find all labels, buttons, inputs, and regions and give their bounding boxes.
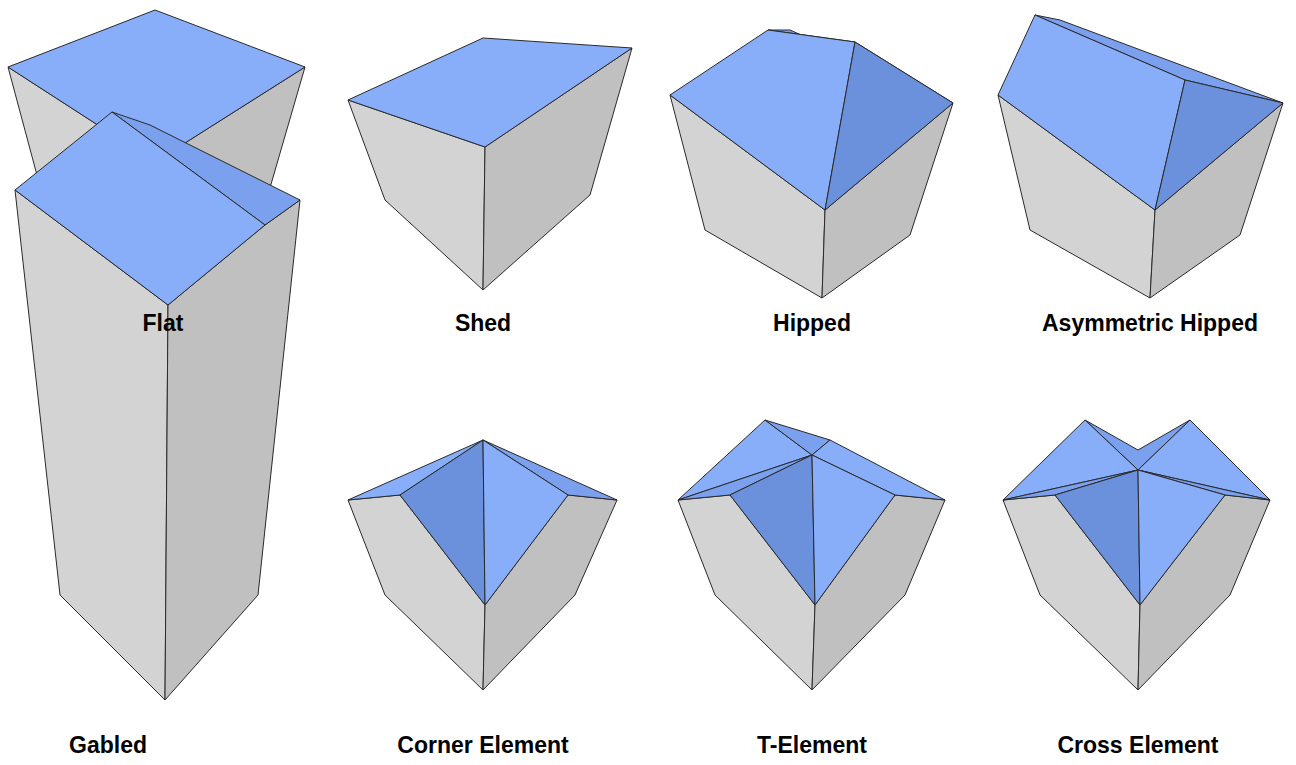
shed-roof-house: [348, 38, 632, 290]
roof-type-label: Gabled: [69, 732, 147, 759]
t-element-house: [678, 420, 945, 690]
gabled-roof-house: [15, 112, 300, 700]
roof-type-label: Cross Element: [1057, 732, 1218, 759]
roof-type-label: Hipped: [773, 310, 851, 337]
asymmetric-hipped-roof-house: [998, 15, 1283, 298]
roof-type-label: T-Element: [757, 732, 867, 759]
corner-element-house: [348, 440, 617, 690]
roof-type-label: Flat: [143, 310, 184, 337]
hipped-roof-house: [670, 30, 953, 298]
roof-type-label: Shed: [455, 310, 511, 337]
roof-type-label: Asymmetric Hipped: [1042, 310, 1258, 337]
roof-type-label: Corner Element: [397, 732, 568, 759]
cross-element-house: [1003, 420, 1270, 690]
